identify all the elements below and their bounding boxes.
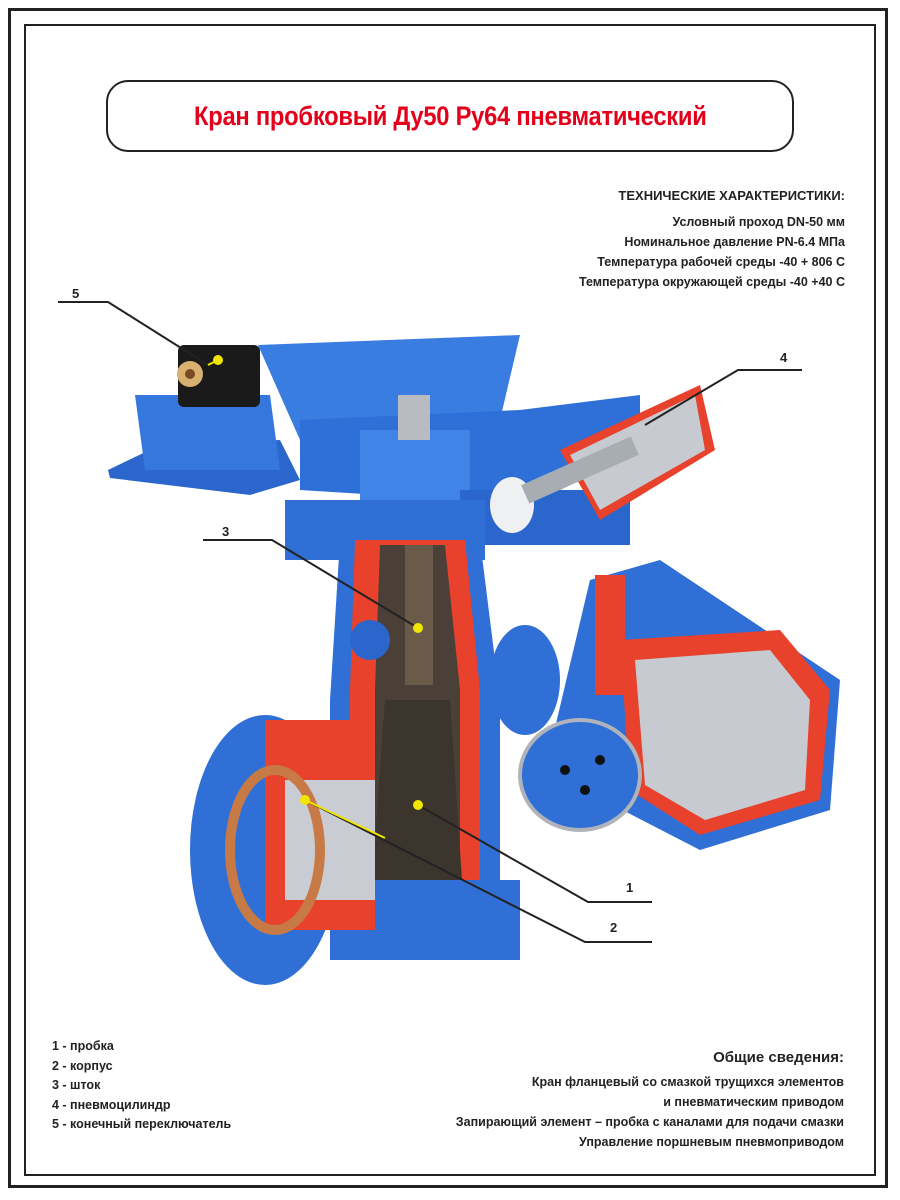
general-info: Общие сведения: Кран фланцевый со смазко…	[456, 1048, 844, 1152]
parts-legend: 1 - пробка 2 - корпус 3 - шток 4 - пневм…	[52, 1037, 231, 1135]
limit-switch	[177, 345, 260, 407]
general-line: Управление поршневым пневмоприводом	[579, 1135, 844, 1149]
callout-5: 5	[72, 286, 80, 301]
spec-line: Условный проход DN-50 мм	[672, 215, 845, 229]
general-line: Запирающий элемент – пробка с каналами д…	[455, 1115, 844, 1129]
callout-4: 4	[780, 350, 788, 365]
technical-specs: ТЕХНИЧЕСКИЕ ХАРАКТЕРИСТИКИ: Условный про…	[579, 186, 845, 292]
inlet-flange	[190, 715, 375, 985]
general-heading: Общие сведения:	[713, 1049, 844, 1066]
callout-2: 2	[610, 920, 618, 935]
title-box: Кран пробковый Ду50 Ру64 пневматический	[106, 80, 794, 152]
callout-1: 1	[626, 880, 634, 895]
lubrication-cylinder	[518, 560, 840, 850]
legend-item: 2 - корпус	[52, 1058, 113, 1073]
general-line: Кран фланцевый со смазкой трущихся элеме…	[531, 1075, 844, 1089]
spec-line: Температура окружающей среды -40 +40 С	[578, 275, 845, 289]
page-title: Кран пробковый Ду50 Ру64 пневматический	[193, 100, 707, 131]
spec-line: Температура рабочей среды -40 + 806 С	[597, 255, 845, 269]
spec-line: Номинальное давление PN-6.4 МПа	[624, 235, 845, 249]
legend-item: 4 - пневмоцилиндр	[52, 1097, 171, 1112]
callout-lines	[58, 301, 802, 943]
general-line: и пневматическим приводом	[663, 1095, 844, 1109]
legend-item: 1 - пробка	[52, 1039, 114, 1053]
valve-body	[285, 500, 560, 960]
callout-3: 3	[222, 524, 230, 539]
pneumatic-cylinder	[521, 385, 715, 520]
outer-frame	[8, 8, 888, 1188]
legend-item: 3 - шток	[52, 1078, 101, 1092]
inner-frame	[24, 24, 876, 1176]
yellow-pointers	[207, 355, 423, 839]
legend-item: 5 - конечный переключатель	[52, 1117, 232, 1131]
specs-heading: ТЕХНИЧЕСКИЕ ХАРАКТЕРИСТИКИ:	[618, 188, 845, 203]
